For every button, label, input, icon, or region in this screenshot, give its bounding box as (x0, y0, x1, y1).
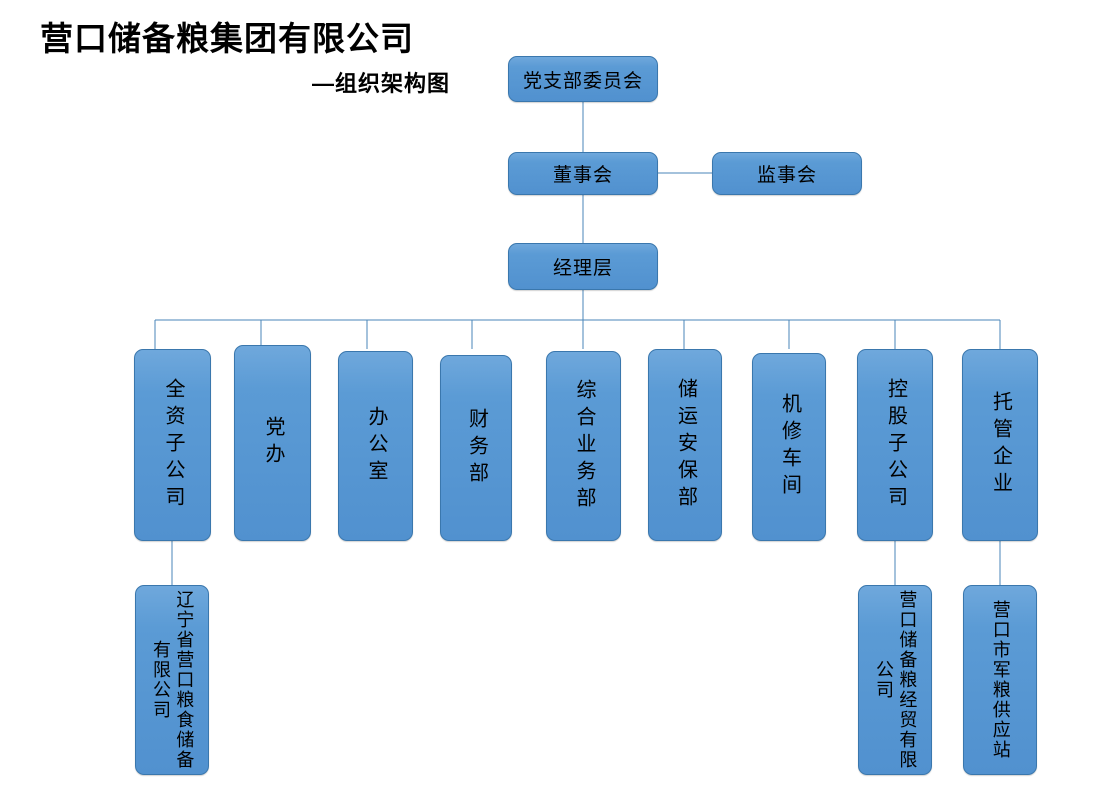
node-management-layer[interactable]: 经理层 (508, 243, 658, 290)
node-label: 党办 (262, 416, 284, 470)
node-dept-entrusted-enterprise[interactable]: 托管企业 (962, 349, 1038, 541)
node-board-of-supervisors[interactable]: 监事会 (712, 152, 862, 195)
node-label: 监事会 (756, 165, 817, 186)
node-dept-storage-transport-security[interactable]: 储运安保部 (648, 349, 722, 541)
node-label: 全资子公司 (162, 377, 184, 513)
node-dept-finance[interactable]: 财务部 (440, 355, 512, 541)
node-label: 营口市军粮供应站 (990, 600, 1011, 760)
node-label: 储运安保部 (674, 377, 697, 513)
node-label: 办公室 (365, 405, 387, 487)
node-label: 托管企业 (989, 391, 1012, 499)
node-label: 经理层 (552, 258, 613, 279)
node-board-of-directors[interactable]: 董事会 (508, 152, 658, 195)
node-dept-comprehensive-business[interactable]: 综合业务部 (546, 351, 621, 541)
node-label: 机修车间 (778, 393, 801, 501)
node-dept-wholly-owned-subsidiary[interactable]: 全资子公司 (134, 349, 211, 541)
node-sub-yingkou-grain-reserve-trading-co[interactable]: 营口储备粮经贸有限公司 (858, 585, 932, 775)
node-party-branch-committee[interactable]: 党支部委员会 (508, 56, 658, 102)
node-sub-liaoning-yingkou-grain-reserve-co[interactable]: 辽宁省营口粮食储备有限公司 (135, 585, 209, 775)
page-subtitle: —组织架构图 (312, 71, 451, 96)
node-dept-holding-subsidiary[interactable]: 控股子公司 (857, 349, 933, 541)
node-label: 财务部 (465, 407, 488, 489)
page-title: 营口储备粮集团有限公司 (40, 20, 414, 57)
node-label: 辽宁省营口粮食储备有限公司 (151, 590, 195, 770)
node-label: 控股子公司 (884, 377, 907, 513)
node-dept-general-office[interactable]: 办公室 (338, 351, 413, 541)
node-dept-machine-repair-workshop[interactable]: 机修车间 (752, 353, 826, 541)
node-sub-yingkou-military-grain-supply-station[interactable]: 营口市军粮供应站 (963, 585, 1037, 775)
node-label: 综合业务部 (573, 378, 595, 514)
node-label: 董事会 (552, 165, 613, 186)
node-label: 党支部委员会 (522, 70, 643, 92)
node-dept-party-office[interactable]: 党办 (234, 345, 311, 541)
node-label: 营口储备粮经贸有限公司 (874, 590, 918, 770)
